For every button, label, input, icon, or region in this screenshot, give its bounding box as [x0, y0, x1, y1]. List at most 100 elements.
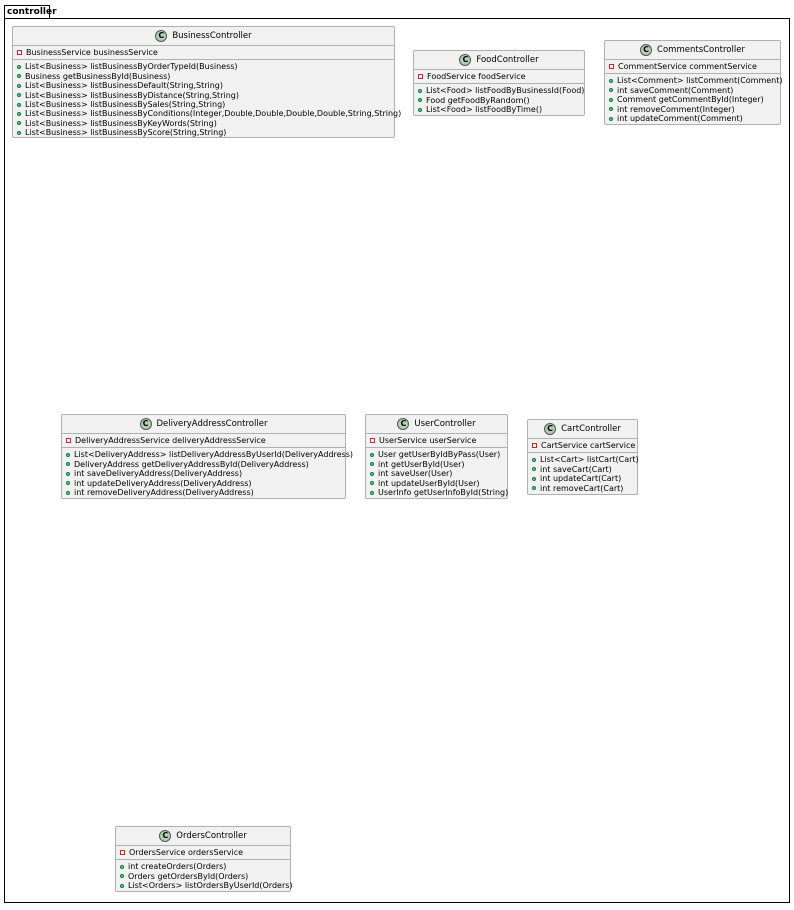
- package-controller: [4, 18, 790, 903]
- method-row: List<Business> listBusinessByConditions(…: [17, 109, 401, 118]
- field-row: DeliveryAddressService deliveryAddressSe…: [66, 436, 341, 445]
- method-text: int updateDeliveryAddress(DeliveryAddres…: [74, 478, 252, 488]
- method-row: int removeDeliveryAddress(DeliveryAddres…: [66, 488, 341, 497]
- class-fields: CommentService commentService: [605, 60, 780, 75]
- public-visibility-icon: [370, 462, 374, 467]
- method-row: int updateComment(Comment): [609, 114, 776, 123]
- method-text: int removeCart(Cart): [540, 483, 624, 493]
- method-text: List<Business> listBusinessByDistance(St…: [25, 90, 239, 100]
- public-visibility-icon: [418, 89, 422, 94]
- field-row: UserService userService: [370, 436, 503, 445]
- class-stereotype-icon: C: [155, 30, 168, 42]
- method-row: List<Orders> listOrdersByUserId(Orders): [120, 881, 293, 890]
- class-stereotype-icon: C: [139, 418, 152, 430]
- field-text: UserService userService: [379, 436, 477, 445]
- method-text: List<Business> listBusinessByConditions(…: [25, 109, 402, 119]
- method-text: List<Cart> listCart(Cart): [540, 455, 639, 465]
- method-row: List<Business> listBusinessDefault(Strin…: [17, 81, 390, 90]
- method-text: int saveDeliveryAddress(DeliveryAddress): [74, 469, 243, 479]
- public-visibility-icon: [17, 65, 21, 70]
- method-text: List<Business> listBusinessBySales(Strin…: [25, 99, 226, 109]
- method-text: int saveCart(Cart): [540, 464, 612, 474]
- method-text: int removeComment(Integer): [617, 104, 735, 114]
- class-fields: FoodService foodService: [414, 70, 584, 85]
- public-visibility-icon: [532, 476, 536, 481]
- method-row: Food getFoodByRandom(): [418, 96, 580, 105]
- public-visibility-icon: [66, 471, 70, 476]
- method-text: int createOrders(Orders): [128, 862, 227, 872]
- public-visibility-icon: [532, 486, 536, 491]
- private-visibility-icon: [418, 74, 423, 80]
- class-stereotype-icon: C: [640, 44, 653, 56]
- public-visibility-icon: [370, 471, 374, 476]
- method-row: List<Business> listBusinessBySales(Strin…: [17, 100, 390, 109]
- method-text: int saveComment(Comment): [617, 85, 734, 95]
- class-name: CartController: [561, 424, 621, 434]
- private-visibility-icon: [17, 50, 22, 56]
- method-text: List<Business> listBusinessByOrderTypeId…: [25, 62, 238, 72]
- class-name: BusinessController: [172, 31, 252, 41]
- field-row: BusinessService businessService: [17, 48, 390, 57]
- class-methods: List<Cart> listCart(Cart)int saveCart(Ca…: [528, 453, 639, 496]
- method-row: Orders getOrdersById(Orders): [120, 872, 286, 881]
- public-visibility-icon: [17, 112, 21, 117]
- method-text: DeliveryAddress getDeliveryAddressById(D…: [74, 459, 309, 469]
- method-text: User getUserByIdByPass(User): [378, 450, 501, 460]
- method-text: List<Business> listBusinessByKeyWords(St…: [25, 118, 217, 128]
- field-text: CartService cartService: [541, 441, 636, 450]
- class-methods: List<Business> listBusinessByOrderTypeId…: [13, 60, 401, 140]
- field-row: FoodService foodService: [418, 72, 580, 81]
- method-row: User getUserByIdByPass(User): [370, 450, 503, 459]
- method-text: int removeDeliveryAddress(DeliveryAddres…: [74, 487, 254, 497]
- package-name: controller: [7, 7, 57, 17]
- method-row: int createOrders(Orders): [120, 862, 286, 871]
- class-name: OrdersController: [176, 831, 247, 841]
- method-text: int updateComment(Comment): [617, 113, 743, 123]
- method-text: List<Food> listFoodByTime(): [426, 105, 543, 115]
- public-visibility-icon: [120, 883, 124, 888]
- public-visibility-icon: [532, 467, 536, 472]
- public-visibility-icon: [17, 102, 21, 107]
- public-visibility-icon: [609, 79, 613, 84]
- public-visibility-icon: [418, 98, 422, 103]
- field-row: CommentService commentService: [609, 62, 776, 71]
- method-row: List<Food> listFoodByBusinessId(Food): [418, 86, 584, 95]
- class-stereotype-icon: C: [459, 54, 472, 66]
- class-methods: List<Comment> listComment(Comment)int sa…: [605, 74, 783, 126]
- public-visibility-icon: [418, 107, 422, 112]
- field-row: CartService cartService: [532, 441, 636, 450]
- class-fields: DeliveryAddressService deliveryAddressSe…: [62, 434, 345, 449]
- public-visibility-icon: [120, 874, 124, 879]
- method-row: DeliveryAddress getDeliveryAddressById(D…: [66, 460, 341, 469]
- method-row: int removeComment(Integer): [609, 105, 776, 114]
- class-stereotype-icon: C: [159, 830, 172, 842]
- class-header: C DeliveryAddressController: [62, 415, 345, 434]
- method-text: int updateCart(Cart): [540, 474, 622, 484]
- method-row: int saveDeliveryAddress(DeliveryAddress): [66, 469, 341, 478]
- method-text: Food getFoodByRandom(): [426, 95, 530, 105]
- method-row: List<Business> listBusinessByScore(Strin…: [17, 128, 390, 137]
- method-row: int updateUserById(User): [370, 479, 503, 488]
- method-row: List<DeliveryAddress> listDeliveryAddres…: [66, 450, 353, 459]
- method-row: int removeCart(Cart): [532, 484, 633, 493]
- method-text: List<Food> listFoodByBusinessId(Food): [426, 86, 585, 96]
- method-row: UserInfo getUserInfoById(String): [370, 488, 508, 497]
- field-text: FoodService foodService: [427, 72, 526, 81]
- class-name: DeliveryAddressController: [156, 419, 268, 429]
- class-stereotype-icon: C: [544, 423, 557, 435]
- public-visibility-icon: [17, 121, 21, 126]
- public-visibility-icon: [609, 97, 613, 102]
- public-visibility-icon: [66, 481, 70, 486]
- public-visibility-icon: [120, 865, 124, 870]
- method-text: List<Business> listBusinessByScore(Strin…: [25, 128, 227, 138]
- class-header: C BusinessController: [13, 27, 394, 46]
- public-visibility-icon: [370, 453, 374, 458]
